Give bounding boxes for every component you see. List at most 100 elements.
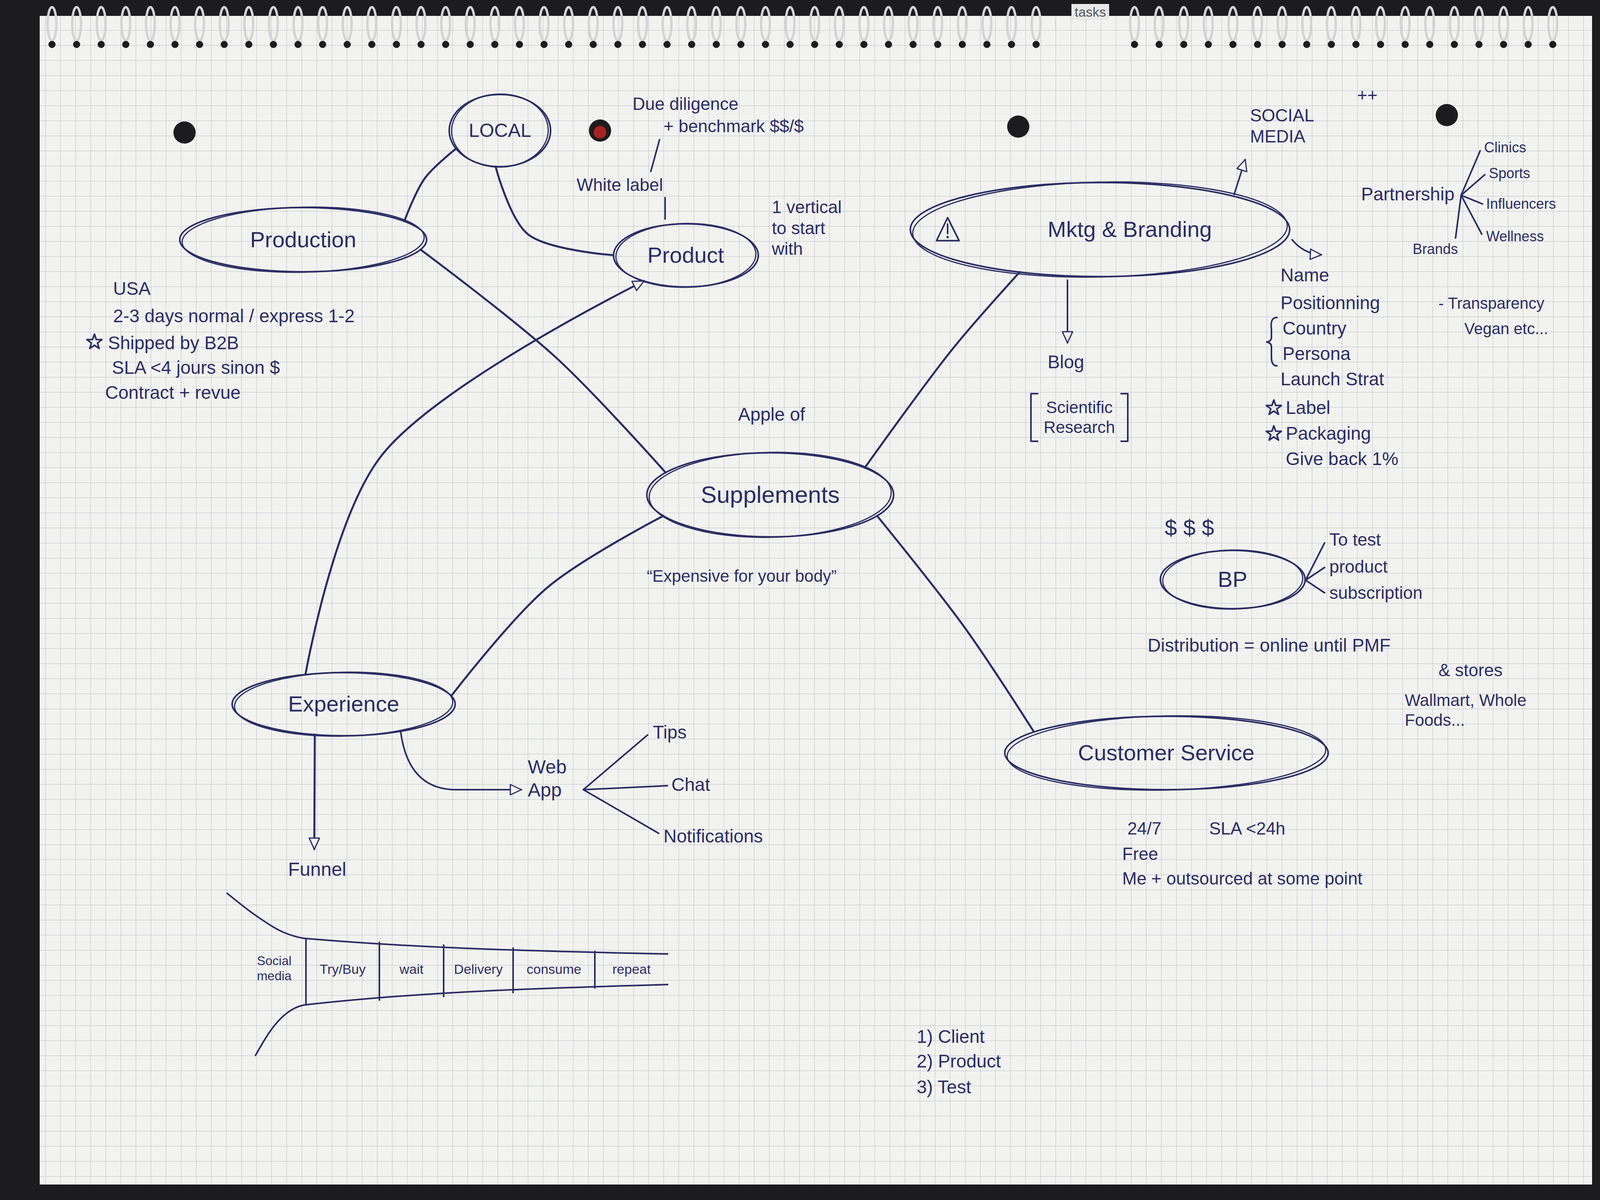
arrow-line: [1234, 159, 1246, 195]
note-text: Chat: [671, 773, 710, 796]
branch-line: [1461, 195, 1482, 235]
note-text: Me + outsourced at some point: [1122, 868, 1363, 890]
note-text: Label: [1285, 396, 1331, 419]
arrow-line: [400, 732, 522, 790]
topic-ellipse: Customer Service: [1003, 714, 1330, 792]
note-text: 2-3 days normal / express 1-2: [113, 305, 355, 327]
arrow-line: [1292, 239, 1322, 255]
warning-triangle: [936, 217, 960, 241]
node-label: Mktg & Branding: [1047, 215, 1212, 243]
note-text: Due diligence: [632, 93, 739, 115]
note-text: To test: [1329, 529, 1381, 551]
branch-line: [583, 734, 648, 790]
branch-line: [583, 785, 668, 790]
funnel-step: repeat: [612, 961, 651, 978]
punch-hole-inner: [593, 125, 607, 139]
node-body: Mktg & Branding: [988, 215, 1212, 243]
ellipse-stroke: [232, 672, 456, 736]
ellipse-stroke: [1006, 712, 1327, 794]
funnel-heading: Funnel: [288, 857, 347, 881]
brace: [1266, 317, 1277, 366]
funnel-step: consume: [526, 961, 582, 978]
note-text: Clinics: [1484, 138, 1527, 156]
note-text: Tips: [652, 721, 687, 744]
spiral-binding: [39, 0, 1056, 56]
topic-ellipse: Experience: [230, 671, 457, 738]
note-text: product: [1329, 556, 1388, 578]
central-ellipse: Supplements: [645, 451, 896, 539]
node-body: Supplements: [700, 480, 840, 510]
funnel-shape: FunnelSocial mediaTry/BuywaitDeliverycon…: [224, 849, 677, 1064]
note-text: 1 vertical to start with: [771, 196, 852, 260]
funnel-divider: [305, 938, 307, 1005]
leader-line: [664, 197, 666, 220]
punch-hole: [1007, 115, 1030, 138]
note-text: - Transparency: [1438, 293, 1545, 313]
ellipse-stroke: [233, 669, 454, 739]
branch-line: [1461, 150, 1481, 196]
paper-sheet: [39, 15, 1593, 1185]
ellipse-stroke: [1004, 716, 1329, 790]
connector-line: [314, 734, 315, 850]
node-label: BP: [1217, 565, 1248, 593]
note-text: tasks: [1071, 3, 1110, 21]
topic-ellipse: BP: [1158, 548, 1307, 611]
node-body: Product: [647, 241, 725, 269]
ellipse-stroke: [910, 182, 1290, 277]
ellipse-stroke: [613, 223, 759, 287]
node-body: Production: [250, 226, 357, 253]
note-text: Sports: [1488, 164, 1531, 182]
node-label: Production: [250, 226, 357, 253]
ellipse-stroke: [181, 204, 425, 275]
note-text: White label: [576, 174, 664, 196]
note-text: 1) Client: [916, 1025, 985, 1048]
ellipse-stroke: [450, 92, 549, 168]
paper-grid: [39, 15, 1593, 1185]
note-text: SLA <4 jours sinon $: [111, 356, 280, 379]
topic-ellipse: Mktg & Branding: [908, 180, 1292, 279]
note-text: Wellness: [1486, 227, 1544, 245]
note-text: Contract + revue: [105, 381, 241, 404]
funnel-outline: [224, 849, 677, 1064]
note-text: subscription: [1329, 582, 1423, 604]
leader-line: [650, 139, 660, 172]
node-label: LOCAL: [468, 119, 531, 143]
topic-ellipse: Production: [178, 205, 429, 274]
note-text: Name: [1280, 264, 1330, 287]
bracket: [1121, 393, 1128, 442]
note-text: Positionning: [1280, 292, 1381, 314]
topic-circle: LOCAL: [447, 92, 553, 169]
star-mark: [1266, 400, 1282, 415]
node-body: BP: [1217, 565, 1248, 593]
connector-line: [876, 515, 1034, 732]
branch-line: [1305, 542, 1325, 581]
connector-line: [864, 271, 1020, 468]
node-body: Experience: [288, 690, 400, 718]
note-text: ++: [1357, 84, 1378, 106]
funnel-divider: [594, 950, 596, 989]
note-text: Scientific Research: [1015, 397, 1143, 438]
note-text: SLA <24h: [1209, 818, 1286, 840]
spiral-binding: [1126, 0, 1572, 56]
punch-hole: [173, 121, 196, 144]
branch-line: [1461, 174, 1485, 196]
warning-mark: [946, 223, 949, 234]
connector-line: [404, 148, 457, 222]
funnel-divider: [442, 944, 445, 998]
bracket: [1030, 393, 1038, 442]
branch-line: [583, 789, 659, 834]
note-text: Distribution = online until PMF: [1147, 634, 1391, 657]
note-text: 24/7: [1127, 818, 1162, 840]
ellipse-stroke: [911, 178, 1289, 281]
note-text: Web App: [527, 755, 580, 802]
note-text: Launch Strat: [1280, 368, 1385, 391]
note-text: USA: [113, 277, 151, 300]
funnel-divider: [378, 941, 381, 1001]
punch-hole: [1435, 103, 1458, 127]
branch-line: [1305, 567, 1325, 581]
star-mark: [1266, 425, 1282, 441]
note-text: Partnership: [1361, 183, 1455, 206]
node-body: LOCAL: [468, 119, 531, 143]
node-label: Supplements: [700, 480, 840, 510]
